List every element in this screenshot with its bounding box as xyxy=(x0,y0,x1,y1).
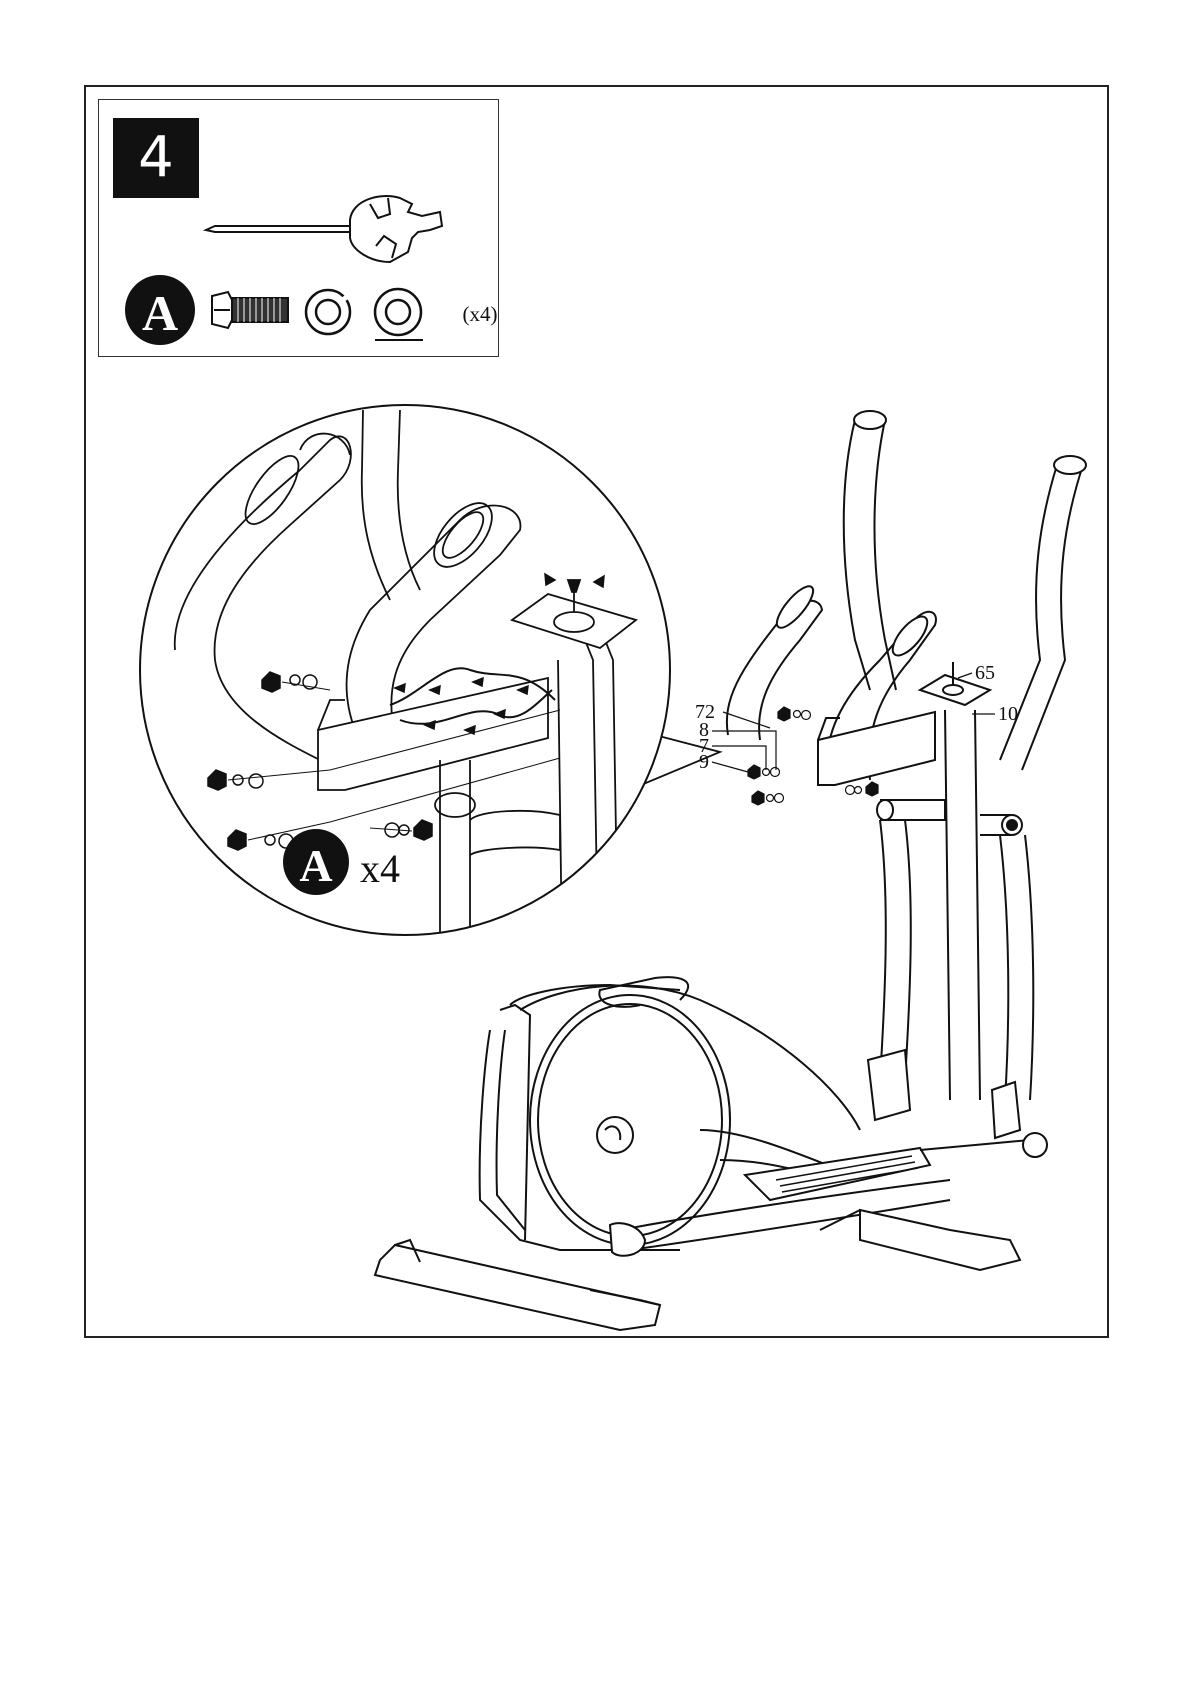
callout-65: 65 xyxy=(975,662,995,684)
svg-text:A: A xyxy=(142,285,178,341)
spring-washer-icon xyxy=(306,290,350,334)
callout-10: 10 xyxy=(998,703,1018,725)
hardware-letter-a-icon: A xyxy=(125,275,195,345)
bolt-icon xyxy=(212,292,288,328)
flat-washer-icon xyxy=(375,289,423,340)
callout-9: 9 xyxy=(699,751,709,773)
detail-magnifier xyxy=(140,405,720,935)
detail-hardware-letter-a-icon: A xyxy=(283,829,349,895)
screwdriver-wrench-icon xyxy=(206,196,442,262)
svg-text:A: A xyxy=(299,840,332,891)
parts-quantity-label: (x4) xyxy=(463,302,498,326)
detail-quantity-label: x4 xyxy=(360,846,400,891)
